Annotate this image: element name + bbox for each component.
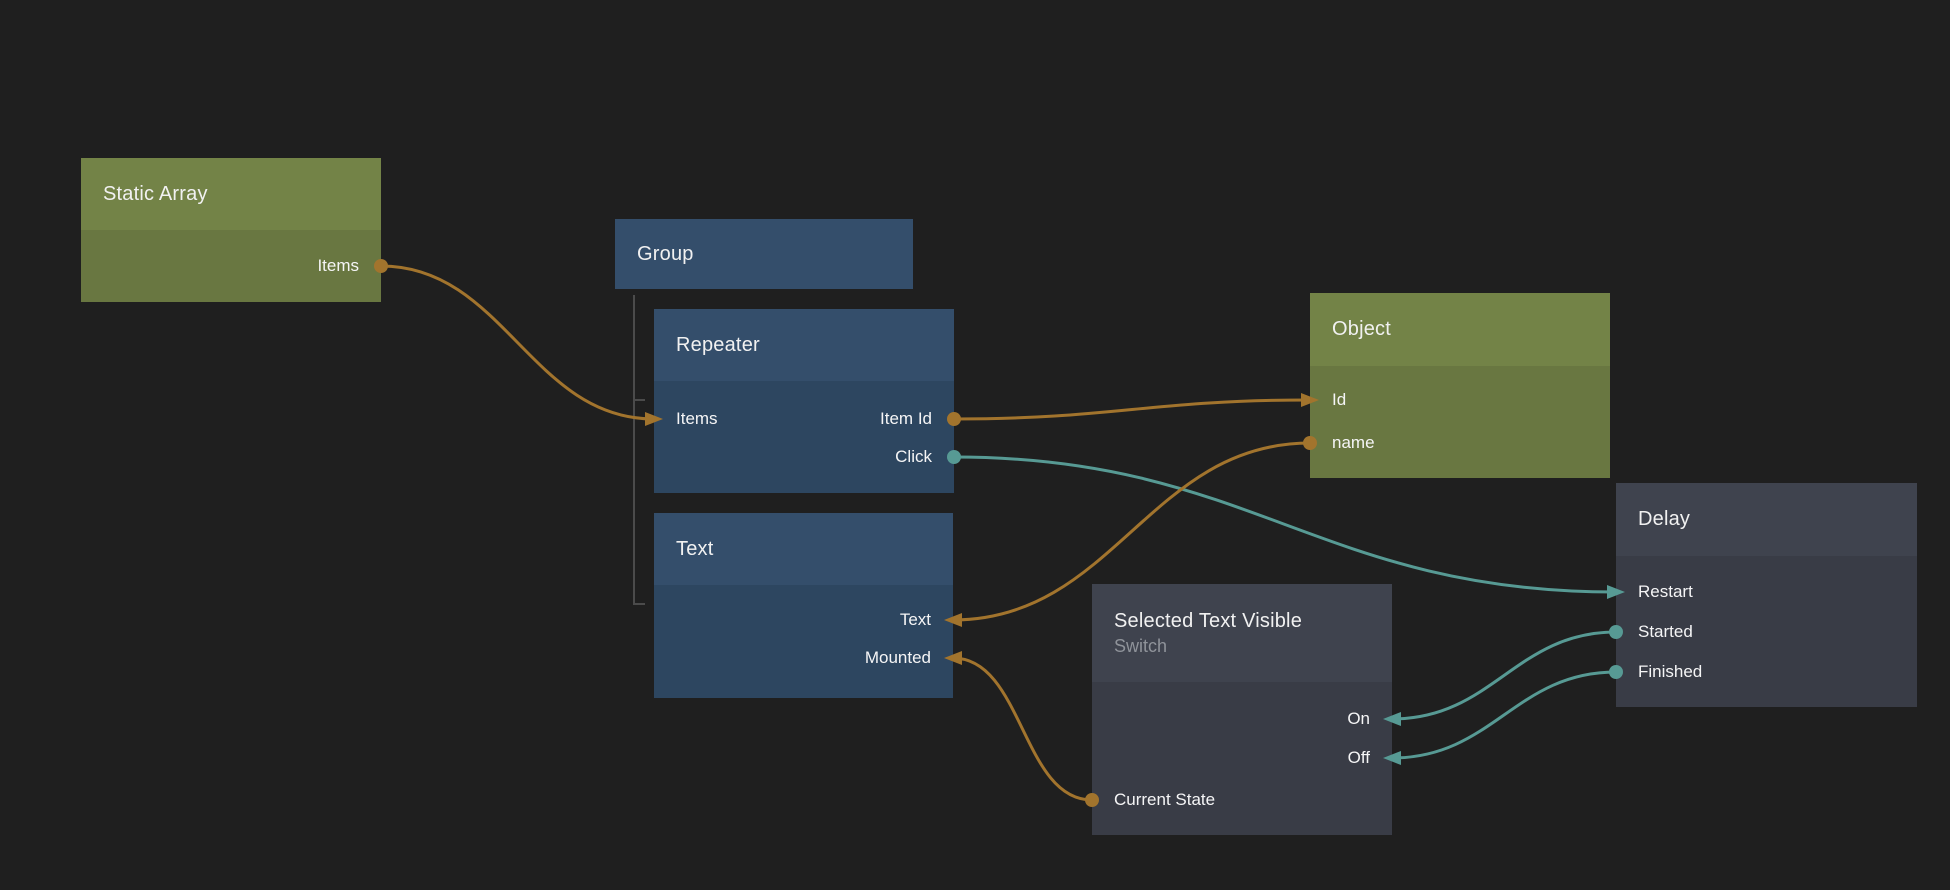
node-header[interactable]: Static Array [81,158,381,230]
connection-delay-started-to-switch-on[interactable] [1383,625,1623,726]
node-header[interactable]: Text [654,513,953,585]
port-click[interactable]: Click [895,447,932,466]
node-title: Selected Text Visible [1114,609,1303,632]
port-finished[interactable]: Finished [1638,662,1703,681]
port-restart[interactable]: Restart [1638,582,1693,601]
output-port-dot[interactable] [374,259,388,273]
hierarchy-link-group [633,295,645,605]
input-port-arrow[interactable] [944,613,962,627]
port-text[interactable]: Text [899,610,931,629]
connection-switch-current-state-to-text-mounted[interactable] [944,651,1099,807]
connection-wire[interactable] [951,656,1094,802]
port-name[interactable]: name [1332,433,1375,452]
node-title: Repeater [676,333,760,356]
input-port-arrow[interactable] [1301,393,1319,407]
connection-wire[interactable] [379,264,656,421]
node-title: Static Array [103,182,208,205]
connection-repeater-click-to-delay-restart[interactable] [947,450,1625,599]
connection-wire[interactable] [1390,630,1618,721]
port-started[interactable]: Started [1638,622,1693,641]
connection-wire[interactable] [952,455,1618,594]
port-id[interactable]: Id [1332,390,1347,409]
port-off[interactable]: Off [1347,748,1370,767]
node-header[interactable]: Object [1310,293,1610,366]
connection-repeater-item-id-to-object-id[interactable] [947,393,1319,426]
connection-wire[interactable] [1390,670,1618,760]
port-items[interactable]: Items [676,409,718,428]
output-port-dot[interactable] [947,412,961,426]
port-item-id[interactable]: Item Id [880,409,932,428]
connection-wire[interactable] [952,398,1312,421]
node-header[interactable]: Delay [1616,483,1917,556]
port-mounted[interactable]: Mounted [864,648,931,667]
node-title: Delay [1638,508,1691,530]
connection-object-name-to-text-text[interactable] [944,436,1317,627]
node-title: Object [1332,318,1392,340]
port-on[interactable]: On [1347,709,1370,728]
input-port-arrow[interactable] [1383,751,1401,765]
node-header[interactable]: Repeater [654,309,954,381]
connection-delay-finished-to-switch-off[interactable] [1383,665,1623,765]
input-port-arrow[interactable] [1383,712,1401,726]
output-port-dot[interactable] [1085,793,1099,807]
port-items[interactable]: Items [317,256,359,275]
output-port-dot[interactable] [1609,665,1623,679]
node-title: Group [637,242,694,265]
connection-static-array-items-to-repeater-items[interactable] [374,259,663,426]
node-subtitle: Switch [1114,635,1168,656]
output-port-dot[interactable] [1303,436,1317,450]
input-port-arrow[interactable] [645,412,663,426]
connection-wire[interactable] [951,441,1312,622]
node-group[interactable]: Group [615,219,913,289]
hierarchy-stem [633,295,645,605]
node-title: Text [676,537,714,560]
node-header[interactable]: Group [615,219,913,289]
input-port-arrow[interactable] [944,651,962,665]
output-port-dot[interactable] [947,450,961,464]
output-port-dot[interactable] [1609,625,1623,639]
port-current-state[interactable]: Current State [1114,790,1216,809]
input-port-arrow[interactable] [1607,585,1625,599]
